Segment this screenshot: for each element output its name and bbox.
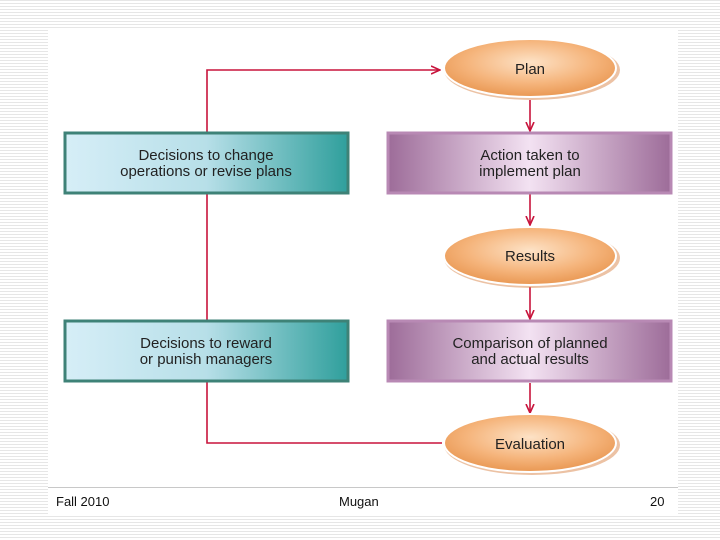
results-oval: Results (443, 226, 620, 288)
decisions-reward-box: Decisions to reward or punish managers (63, 319, 350, 383)
action-label-line2: implement plan (479, 163, 581, 180)
comparison-box: Comparison of planned and actual results (386, 319, 673, 383)
decisions-change-label-line2: operations or revise plans (120, 163, 292, 180)
comparison-label-line2: and actual results (471, 351, 589, 368)
decisions-change-box: Decisions to change operations or revise… (63, 131, 350, 195)
decisions-reward-label-line2: or punish managers (140, 351, 273, 368)
plan-oval: Plan (443, 38, 620, 100)
footer-divider (48, 487, 678, 488)
loop-evaluation-to-plan (206, 70, 442, 444)
results-label: Results (505, 248, 555, 265)
action-label-line1: Action taken to (480, 147, 579, 164)
evaluation-oval: Evaluation (443, 413, 620, 475)
comparison-label-line1: Comparison of planned (452, 335, 607, 352)
decisions-change-label-line1: Decisions to change (138, 147, 273, 164)
footer-author: Mugan (339, 494, 379, 509)
decisions-reward-label-line1: Decisions to reward (140, 335, 272, 352)
footer-page-number: 20 (650, 494, 665, 509)
action-box: Action taken to implement plan (386, 131, 673, 195)
evaluation-label: Evaluation (495, 436, 565, 453)
plan-label: Plan (515, 61, 545, 78)
footer-date: Fall 2010 (56, 494, 110, 509)
connector-lines (206, 70, 530, 444)
